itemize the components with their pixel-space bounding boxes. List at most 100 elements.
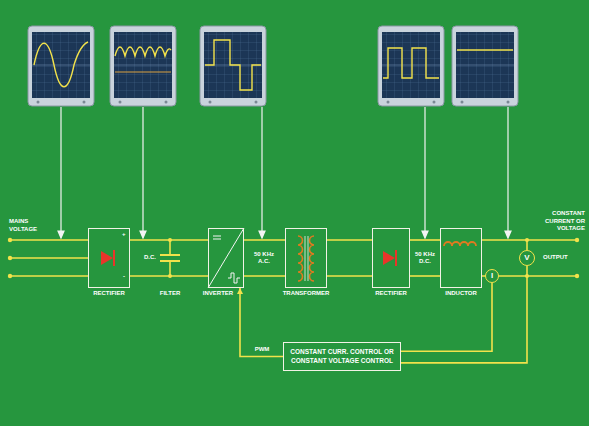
arrow-head	[505, 231, 511, 238]
terminal-dot	[575, 238, 579, 242]
transformer-coils	[298, 236, 314, 281]
wire-line	[130, 239, 208, 241]
mains-wire	[10, 239, 88, 241]
probe-arrow	[142, 107, 143, 232]
terminal-dot	[8, 238, 12, 242]
wire-line	[410, 275, 440, 277]
primary-coil	[298, 236, 303, 281]
power-bus	[244, 240, 285, 276]
arrow-head	[259, 231, 265, 238]
wire-line	[327, 239, 372, 241]
wire-line	[240, 288, 283, 357]
capacitor-plate	[160, 254, 180, 256]
probe-arrow	[261, 107, 262, 232]
mains-wire	[10, 257, 88, 259]
capacitor-lead	[169, 261, 171, 276]
oscilloscope-screen	[378, 26, 444, 106]
wire-line	[327, 275, 372, 277]
feedback-line	[401, 283, 492, 351]
polarity-sign: +	[121, 231, 127, 239]
capacitor-lead	[169, 240, 171, 255]
ac-sign	[228, 273, 240, 283]
scope-frame	[110, 26, 176, 106]
flat-dc-wave	[457, 49, 513, 50]
diode-bar	[113, 250, 115, 266]
arrow-head	[140, 231, 146, 238]
square-ac-wave	[205, 40, 261, 90]
wire-line	[130, 275, 208, 277]
scope-frame	[200, 26, 266, 106]
output-note: CONSTANT CURRENT OR VOLTAGE	[526, 210, 586, 233]
wire-line	[401, 266, 527, 363]
pulse-wave	[383, 48, 439, 78]
sine-wave	[34, 42, 88, 87]
inductor-box: INDUCTOR	[440, 228, 482, 288]
diode-bar	[395, 250, 397, 266]
core-line	[308, 236, 309, 281]
edge-label: 50 KHz D.C.	[411, 251, 439, 266]
probe-arrows	[58, 107, 511, 238]
polarity-sign: -	[122, 273, 126, 281]
dc-sign	[213, 236, 221, 237]
oscilloscope-screen	[28, 26, 94, 106]
power-bus	[410, 240, 440, 276]
arrow-head	[58, 231, 64, 238]
inverter-diagonal	[208, 228, 244, 288]
control-text: CONSTANT CURR. CONTROL OR CONSTANT VOLTA…	[289, 347, 395, 365]
box-label: TRANSFORMER	[282, 290, 331, 298]
scope-frame	[378, 26, 444, 106]
rectifier-box: RECTIFIER	[372, 228, 410, 288]
diode-triangle	[101, 251, 113, 265]
terminal-dot	[8, 274, 12, 278]
edge-label: 50 KHz A.C.	[250, 251, 278, 266]
ammeter-circle: I	[485, 269, 499, 283]
scope-frame	[452, 26, 518, 106]
terminal-dot	[8, 256, 12, 260]
secondary-coil	[310, 236, 315, 281]
arrow-head	[237, 288, 243, 294]
box-label: INDUCTOR	[444, 290, 478, 298]
junction-dot	[525, 238, 529, 242]
mains-wire	[10, 275, 88, 277]
inverter-box: INVERTER	[208, 228, 244, 288]
dc-sign	[213, 239, 221, 240]
inverter-symbol	[208, 228, 244, 288]
dc-level	[115, 72, 171, 73]
oscilloscope-screen	[200, 26, 266, 106]
capacitor-plate	[160, 260, 180, 262]
meter-letter: I	[491, 272, 493, 280]
diode-symbol	[383, 250, 396, 266]
mains-label: MAINS VOLTAGE	[8, 218, 50, 233]
output-label: OUTPUT	[542, 254, 569, 262]
meter-letter: V	[524, 254, 529, 262]
control-box: CONSTANT CURR. CONTROL OR CONSTANT VOLTA…	[283, 342, 401, 371]
wire-line	[244, 275, 285, 277]
box-label: RECTIFIER	[374, 290, 408, 298]
box-label: INVERTER	[202, 290, 234, 298]
core-line	[305, 236, 306, 281]
probe-arrow	[60, 107, 61, 232]
pwm-line	[237, 288, 283, 357]
power-bus	[130, 240, 208, 276]
scope-frame	[28, 26, 94, 106]
output-wire	[482, 239, 577, 241]
feedback-line	[401, 266, 527, 363]
filter-label: FILTER	[159, 290, 182, 298]
voltmeter-circle: V	[519, 250, 535, 266]
ripple-wave	[115, 47, 171, 56]
edge-label: PWM	[254, 346, 271, 354]
oscilloscope-screen	[452, 26, 518, 106]
transformer-box: TRANSFORMER	[285, 228, 327, 288]
diode-triangle	[383, 251, 395, 265]
probe-arrow	[507, 107, 508, 232]
arrow-head	[422, 231, 428, 238]
inductor-coil	[444, 242, 476, 246]
edge-label: D.C.	[143, 254, 157, 262]
wire-line	[401, 283, 492, 351]
terminal-dot	[575, 274, 579, 278]
diode-symbol	[101, 250, 114, 266]
probe-arrow	[424, 107, 425, 232]
box-label: RECTIFIER	[92, 290, 126, 298]
wire-line	[244, 239, 285, 241]
